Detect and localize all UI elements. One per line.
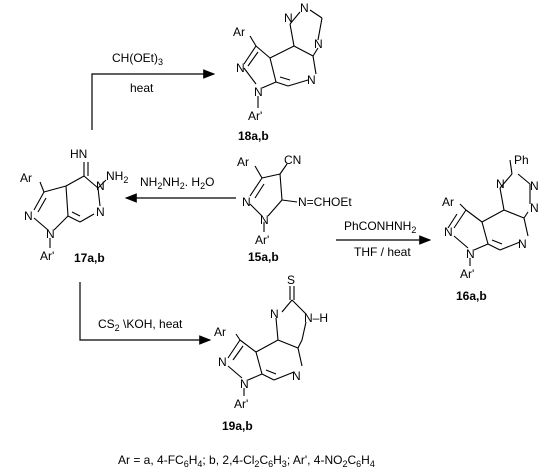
footnote-part: 3 <box>282 459 287 469</box>
compound-16-n4-label: N <box>496 177 505 191</box>
footnote-part: 6 <box>268 459 273 469</box>
condition-orthoformate: CH(OEt)3 <box>112 51 163 67</box>
compound-19-n1-label: N <box>218 355 227 369</box>
compound-17-nh2-sub: 2 <box>123 175 128 185</box>
compound-16-n1-label: N <box>444 225 453 239</box>
compound-17-nh2-label: NH2 <box>106 169 128 185</box>
compound-17-n3-label: N <box>96 205 105 219</box>
compound-18-structure: Ar N N N N N N Ar' <box>233 1 323 123</box>
condition-hydrazine-t2: NH <box>162 175 179 189</box>
compound-16-arprime-label: Ar' <box>460 267 474 281</box>
compound-16-n2-label: N <box>466 247 475 261</box>
compound-17-arprime-label: Ar' <box>40 249 54 263</box>
footnote-part: 2 <box>254 459 259 469</box>
condition-hydrazine-s2: 2 <box>180 181 185 191</box>
compound-19-structure: S Ar N N N N N–H Ar' <box>214 273 328 411</box>
compound-18-n5-label: N <box>314 37 323 51</box>
footnote-part: H <box>361 453 370 467</box>
compound-19-nh-label: N–H <box>304 311 328 325</box>
compound-19-n3-label: N <box>292 369 301 383</box>
compound-17-n-label: N <box>96 179 105 193</box>
condition-cs2-t1: CS <box>98 317 115 331</box>
condition-benzhydrazide-sub: 2 <box>411 225 416 235</box>
compound-19-n2-label: N <box>240 377 249 391</box>
compound-19-s-label: S <box>287 273 295 287</box>
compound-18-ar-label: Ar <box>233 25 245 39</box>
footnote-substituents: Ar = a, 4-FC6H4; b, 2,4-Cl2C6H3; Ar', 4-… <box>118 453 375 469</box>
compound-19-label: 19a,b <box>222 419 253 433</box>
compound-17-structure: HN N NH2 Ar N N N Ar' <box>20 147 128 263</box>
condition-cs2-s1: 2 <box>115 323 120 333</box>
compound-16-ph-label: Ph <box>514 153 529 167</box>
compound-15-imidate-label: N=CHOEt <box>298 195 352 209</box>
compound-16-n6-label: N <box>530 179 539 193</box>
condition-hydrazine-t1: NH <box>140 175 157 189</box>
compound-18-n6-label: N <box>284 11 293 25</box>
compound-16-n3-label: N <box>518 237 527 251</box>
arrow-17-to-19 <box>79 282 212 345</box>
compound-17-ar-label: Ar <box>20 171 32 185</box>
compound-18-n4-label: N <box>300 1 309 15</box>
compound-15-arprime-label: Ar' <box>255 233 269 247</box>
compound-15-n2-label: N <box>260 213 269 227</box>
compound-18-n3-label: N <box>307 73 316 87</box>
compound-17-n1-label: N <box>24 209 33 223</box>
compound-18-arprime-label: Ar' <box>248 109 262 123</box>
compound-15-ar-label: Ar <box>237 155 249 169</box>
footnote-part: ; Ar', 4-NO <box>287 453 343 467</box>
compound-19-arprime-label: Ar' <box>234 397 248 411</box>
condition-benzhydrazide-main: PhCONHNH <box>344 219 411 233</box>
condition-hydrazine-t3: . H <box>185 175 200 189</box>
condition-hydrazine-s3: 2 <box>200 181 205 191</box>
compound-18-label: 18a,b <box>238 129 269 143</box>
compound-19-n4-label: N <box>270 307 279 321</box>
footnote-part: ; b, 2,4-Cl <box>202 453 254 467</box>
condition-benzhydrazide: PhCONHNH2 <box>344 219 416 235</box>
compound-17-n2-label: N <box>46 227 55 241</box>
condition-hydrazine: NH2NH2. H2O <box>140 175 214 191</box>
compound-15-n1-label: N <box>242 195 251 209</box>
compound-17-nh2-main: NH <box>106 169 123 183</box>
compound-17-label: 17a,b <box>74 251 105 265</box>
footnote-part: 2 <box>342 459 347 469</box>
compound-19-ar-label: Ar <box>214 325 226 339</box>
footnote-part: 6 <box>184 459 189 469</box>
compound-18-n1-label: N <box>236 61 245 75</box>
compound-15-structure: Ar CN N N N=CHOEt Ar' <box>237 153 352 247</box>
footnote-part: Ar = a, 4-FC <box>118 453 184 467</box>
condition-orthoformate-heat: heat <box>130 81 154 95</box>
condition-cs2-t2: \KOH, heat <box>120 317 183 331</box>
condition-hydrazine-t4: O <box>205 175 214 189</box>
footnote-part: C <box>347 453 356 467</box>
compound-16-structure: Ph Ar N N N N N N Ar' <box>442 153 539 281</box>
compound-16-n5-label: N <box>530 201 539 215</box>
condition-orthoformate-sub: 3 <box>158 57 163 67</box>
condition-thf-heat: THF / heat <box>354 245 411 259</box>
footnote-part: 6 <box>356 459 361 469</box>
compound-16-label: 16a,b <box>456 289 487 303</box>
compound-15-cn-label: CN <box>284 153 301 167</box>
arrow-17-to-18 <box>91 69 216 130</box>
compound-17-imine-label: HN <box>70 147 87 161</box>
footnote-part: C <box>259 453 268 467</box>
compound-18-n2-label: N <box>254 85 263 99</box>
footnote-part: H <box>273 453 282 467</box>
condition-hydrazine-s1: 2 <box>157 181 162 191</box>
compound-16-ar-label: Ar <box>442 195 454 209</box>
footnote-part: H <box>189 453 198 467</box>
footnote-part: 4 <box>370 459 375 469</box>
footnote-part: 4 <box>197 459 202 469</box>
compound-15-label: 15a,b <box>248 250 279 264</box>
condition-cs2-koh: CS2 \KOH, heat <box>98 317 183 333</box>
condition-orthoformate-main: CH(OEt) <box>112 51 158 65</box>
